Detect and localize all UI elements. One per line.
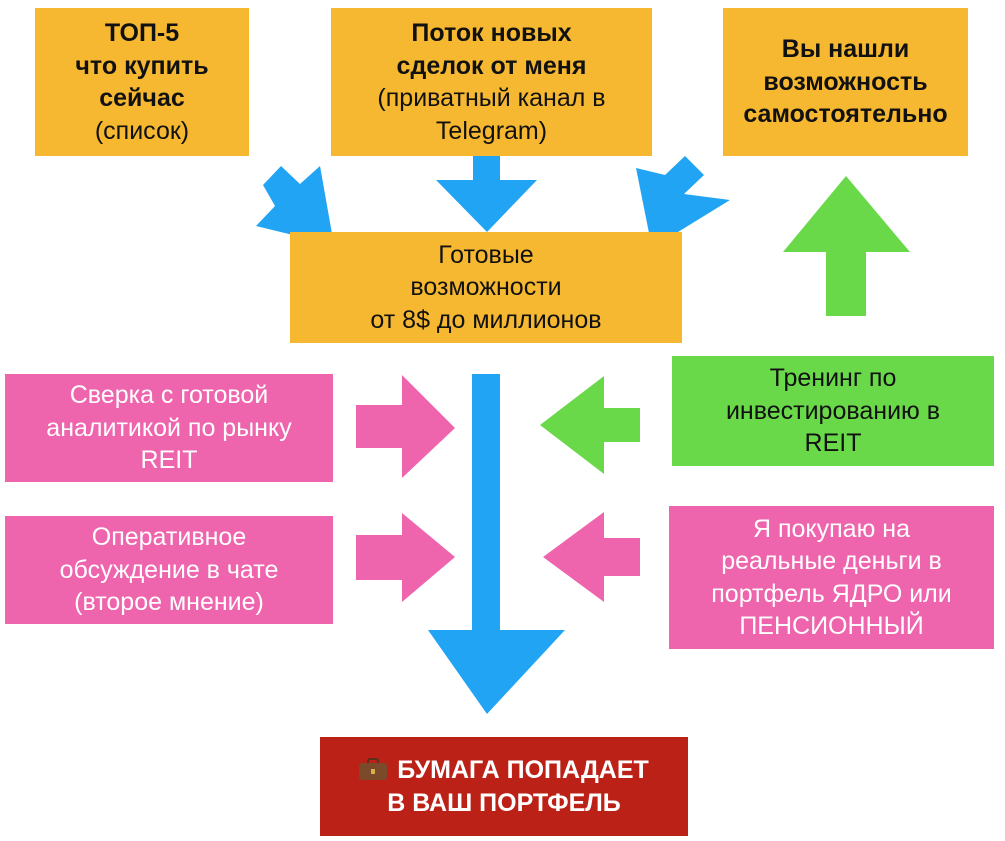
chat-line3: (второе мнение) xyxy=(74,588,264,617)
analytics-line3: REIT xyxy=(140,446,198,475)
result-line1: БУМАГА ПОПАДАЕТ xyxy=(397,756,649,784)
self-found-line2: возможность xyxy=(763,67,928,96)
deal-flow-line1: Поток новых xyxy=(411,19,572,47)
ready-line1: Готовые xyxy=(438,240,534,269)
arrow-main-down xyxy=(428,374,565,714)
arrow-up-to-selffound xyxy=(783,176,910,316)
training-box: Тренинг по инвестированию в REIT xyxy=(672,356,994,466)
self-found-line3: самостоятельно xyxy=(743,100,948,129)
buy-real-line4: ПЕНСИОННЫЙ xyxy=(739,612,924,640)
arrow-analytics-right xyxy=(356,375,455,478)
arrow-selffound-to-ready xyxy=(636,156,730,248)
arrow-buyreal-left xyxy=(543,512,640,602)
deal-flow-box: Поток новых сделок от меня (приватный ка… xyxy=(331,8,652,156)
arrow-top5-to-ready xyxy=(256,166,334,245)
top5-line2: что купить xyxy=(75,51,209,80)
deal-flow-line2: сделок от меня xyxy=(396,51,587,80)
chat-line1: Оперативное xyxy=(91,523,247,552)
arrow-training-left xyxy=(540,376,640,474)
ready-line3: от 8$ до миллионов xyxy=(370,305,602,334)
top5-line4: (список) xyxy=(94,116,190,145)
analytics-box: Сверка с готовой аналитикой по рынку REI… xyxy=(5,374,333,482)
self-found-line1: Вы нашли xyxy=(781,35,910,64)
top5-title: ТОП-5 xyxy=(104,19,180,47)
training-line2: инвестированию в xyxy=(725,396,941,425)
training-line3: REIT xyxy=(804,429,862,458)
result-box: БУМАГА ПОПАДАЕТ В ВАШ ПОРТФЕЛЬ xyxy=(320,737,688,836)
chat-box: Оперативное обсуждение в чате (второе мн… xyxy=(5,516,333,624)
result-line1-wrap: БУМАГА ПОПАДАЕТ xyxy=(359,754,649,787)
buy-real-box: Я покупаю на реальные деньги в портфель … xyxy=(669,506,994,649)
chat-line2: обсуждение в чате xyxy=(59,555,279,584)
arrow-chat-right xyxy=(356,513,455,602)
deal-flow-line3: (приватный канал в xyxy=(377,84,606,112)
analytics-line2: аналитикой по рынку xyxy=(46,413,292,442)
buy-real-line1: Я покупаю на xyxy=(752,514,910,543)
analytics-line1: Сверка с готовой xyxy=(69,381,269,410)
briefcase-icon xyxy=(359,758,388,780)
buy-real-line3: портфель ЯДРО или xyxy=(711,579,952,608)
arrow-dealflow-to-ready xyxy=(436,144,537,232)
ready-line2: возможности xyxy=(410,273,562,302)
self-found-box: Вы нашли возможность самостоятельно xyxy=(723,8,968,156)
top5-line3: сейчас xyxy=(99,84,185,112)
result-line2: В ВАШ ПОРТФЕЛЬ xyxy=(387,788,621,817)
buy-real-line2: реальные деньги в xyxy=(721,547,942,575)
deal-flow-line4: Telegram) xyxy=(435,116,548,145)
ready-opportunities-box: Готовые возможности от 8$ до миллионов xyxy=(290,232,682,343)
training-line1: Тренинг по xyxy=(769,364,897,393)
top5-box: ТОП-5 что купить сейчас (список) xyxy=(35,8,249,156)
